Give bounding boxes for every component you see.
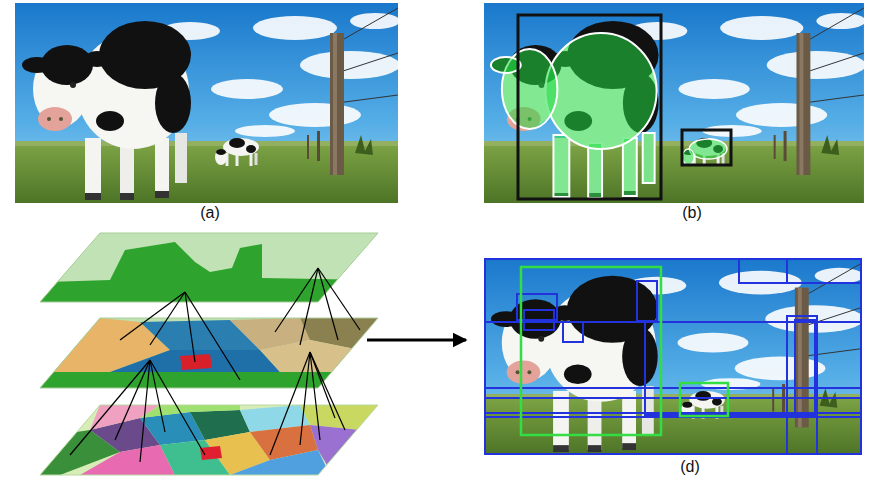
panel-label: (b): [682, 205, 702, 221]
detection-box: [518, 15, 661, 199]
segmentation-hierarchy: [20, 233, 380, 475]
detection-box: [682, 130, 731, 165]
region-boxes: [485, 259, 861, 454]
panel-label: (d): [680, 459, 700, 475]
photo-a: [15, 3, 400, 203]
object-boxes: [521, 267, 728, 435]
photo-b: [484, 3, 866, 203]
flow-arrow: [367, 339, 466, 342]
panel-label: (a): [200, 205, 220, 221]
photo-d: [484, 258, 864, 455]
